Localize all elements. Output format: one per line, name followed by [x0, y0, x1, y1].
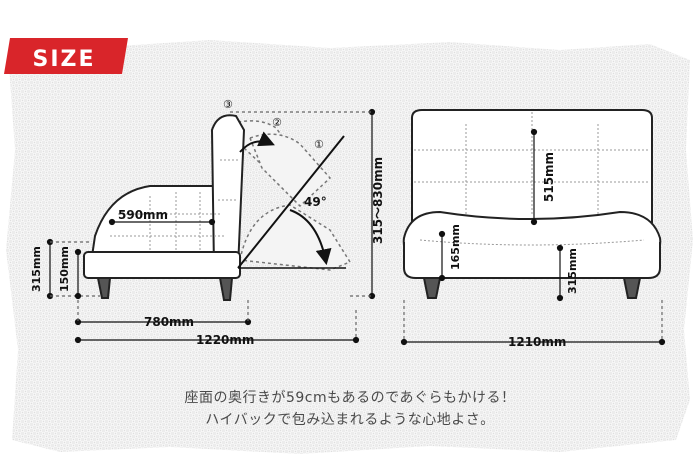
front-dimension-lines — [400, 128, 666, 346]
side-dimension-lines — [46, 108, 376, 344]
back-height-label: 515mm — [542, 152, 556, 202]
front-width-label: 1210mm — [508, 335, 566, 349]
front-quilt-stitching — [414, 112, 650, 246]
side-seat-height-label: 315mm — [30, 246, 43, 292]
position-2-marker: ② — [272, 116, 282, 129]
seat-depth-label: 590mm — [118, 208, 168, 222]
angle-label: 49° — [304, 195, 327, 209]
caption-line-2: ハイバックで包み込まれるような心地よさ。 — [205, 412, 495, 428]
position-3-marker: ③ — [223, 98, 233, 111]
caption-line-1: 座面の奥行きが59cmもあるのであぐらもかける！ — [184, 390, 516, 406]
recline-angle-indicator — [237, 131, 346, 269]
position-markers: ③ ② ① — [223, 98, 324, 151]
leg-span-label: 780mm — [144, 315, 194, 329]
size-banner-label: SIZE — [32, 47, 95, 72]
size-banner: SIZE — [4, 38, 128, 74]
total-length-label: 1220mm — [196, 333, 254, 347]
frame-height-label: 150mm — [58, 246, 71, 292]
front-seat-height-label: 315mm — [566, 248, 579, 294]
height-range-label: 315～830mm — [371, 157, 385, 244]
front-side-height-label: 165mm — [449, 224, 462, 270]
position-1-marker: ① — [314, 138, 324, 151]
